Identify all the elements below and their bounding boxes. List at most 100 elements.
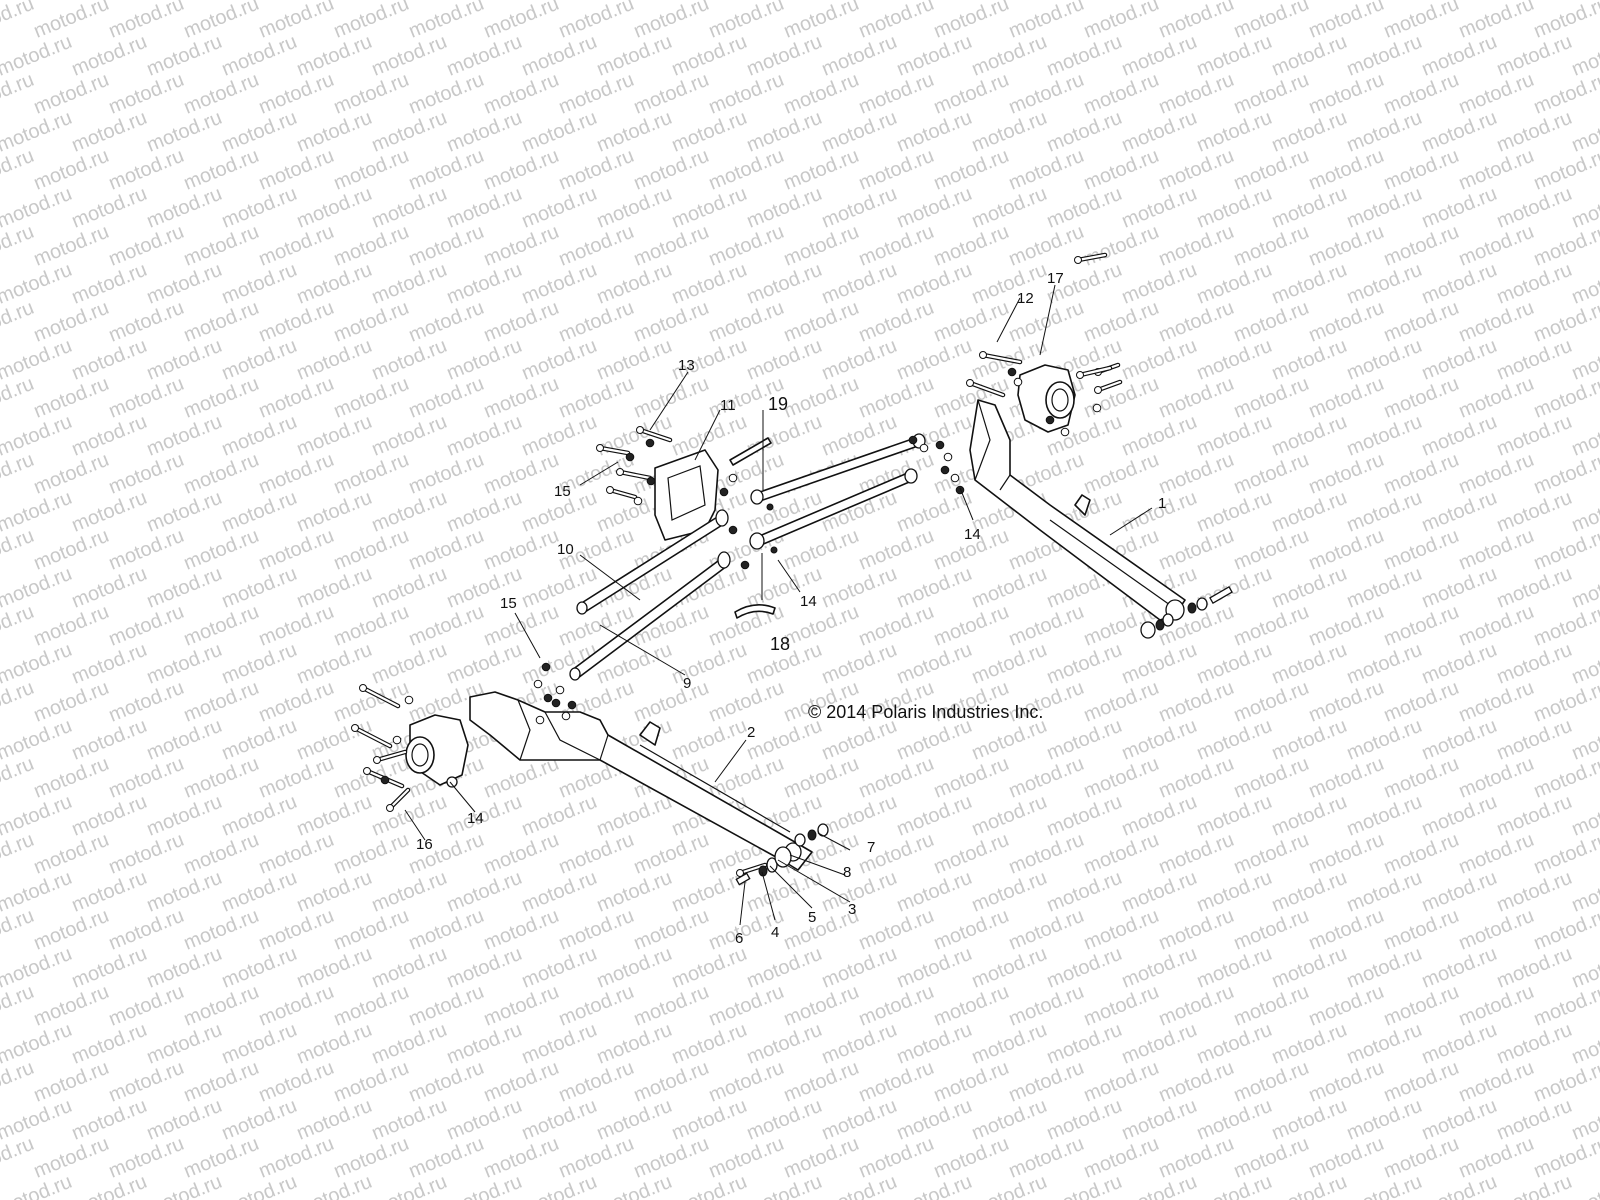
watermark-text: motod.ru: [1456, 525, 1537, 575]
watermark-text: motod.ru: [1044, 1171, 1125, 1200]
watermark-text: motod.ru: [894, 335, 975, 385]
watermark-text: motod.ru: [856, 1057, 937, 1107]
watermark-text: motod.ru: [781, 601, 862, 651]
watermark-text: motod.ru: [219, 1019, 300, 1069]
watermark-text: motod.ru: [1269, 715, 1350, 765]
watermark-text: motod.ru: [106, 449, 187, 499]
watermark-text: motod.ru: [106, 221, 187, 271]
watermark-text: motod.ru: [481, 221, 562, 271]
watermark-text: motod.ru: [594, 1171, 675, 1200]
watermark-text: motod.ru: [931, 753, 1012, 803]
watermark-text: motod.ru: [1081, 69, 1162, 119]
callout-3: 3: [848, 901, 856, 918]
watermark-text: motod.ru: [969, 867, 1050, 917]
washer-stack-right: [1140, 586, 1233, 639]
watermark-text: motod.ru: [1494, 1019, 1575, 1069]
watermark-text: motod.ru: [669, 1171, 750, 1200]
watermark-text: motod.ru: [481, 297, 562, 347]
watermark-text: motod.ru: [669, 107, 750, 157]
watermark-text: motod.ru: [294, 1095, 375, 1145]
watermark-text: motod.ru: [1081, 297, 1162, 347]
watermark-text: motod.ru: [1044, 31, 1125, 81]
watermark-text: motod.ru: [1231, 0, 1312, 43]
watermark-text: motod.ru: [1044, 639, 1125, 689]
watermark-text: motod.ru: [781, 373, 862, 423]
watermark-text: motod.ru: [1306, 677, 1387, 727]
watermark-text: motod.ru: [1456, 221, 1537, 271]
watermark-text: motod.ru: [1081, 1133, 1162, 1183]
watermark-text: motod.ru: [894, 1171, 975, 1200]
watermark-text: motod.ru: [931, 145, 1012, 195]
watermark-text: motod.ru: [744, 31, 825, 81]
watermark-text: motod.ru: [1194, 487, 1275, 537]
callout-9: 9: [683, 675, 691, 692]
watermark-text: motod.ru: [1494, 259, 1575, 309]
watermark-text: motod.ru: [1306, 69, 1387, 119]
watermark-text: motod.ru: [69, 943, 150, 993]
watermark-text: motod.ru: [106, 981, 187, 1031]
watermark-text: motod.ru: [856, 221, 937, 271]
watermark-text: motod.ru: [294, 259, 375, 309]
watermark-text: motod.ru: [1306, 905, 1387, 955]
watermark-text: motod.ru: [781, 1133, 862, 1183]
watermark-text: motod.ru: [181, 221, 262, 271]
watermark-text: motod.ru: [181, 297, 262, 347]
watermark-text: motod.ru: [819, 791, 900, 841]
watermark-text: motod.ru: [819, 867, 900, 917]
watermark-text: motod.ru: [1419, 943, 1500, 993]
watermark-text: motod.ru: [444, 791, 525, 841]
watermark-text: motod.ru: [1119, 639, 1200, 689]
watermark-text: motod.ru: [706, 297, 787, 347]
watermark-text: motod.ru: [1381, 677, 1462, 727]
watermark-text: motod.ru: [144, 563, 225, 613]
watermark-text: motod.ru: [369, 259, 450, 309]
watermark-text: motod.ru: [219, 563, 300, 613]
watermark-text: motod.ru: [1156, 221, 1237, 271]
watermark-text: motod.ru: [256, 145, 337, 195]
watermark-text: motod.ru: [406, 449, 487, 499]
watermark-text: motod.ru: [1419, 791, 1500, 841]
watermark-text: motod.ru: [1344, 943, 1425, 993]
watermark-text: motod.ru: [1156, 905, 1237, 955]
watermark-text: motod.ru: [481, 525, 562, 575]
watermark-text: motod.ru: [856, 981, 937, 1031]
watermark-text: motod.ru: [1456, 677, 1537, 727]
watermark-text: motod.ru: [1156, 829, 1237, 879]
watermark-text: motod.ru: [31, 753, 112, 803]
watermark-text: motod.ru: [1081, 829, 1162, 879]
watermark-text: motod.ru: [1456, 297, 1537, 347]
watermark-text: motod.ru: [631, 905, 712, 955]
watermark-text: motod.ru: [1269, 563, 1350, 613]
watermark-text: motod.ru: [481, 1057, 562, 1107]
watermark-text: motod.ru: [594, 1019, 675, 1069]
watermark-text: motod.ru: [1419, 1019, 1500, 1069]
watermark-text: motod.ru: [219, 411, 300, 461]
watermark-text: motod.ru: [781, 0, 862, 43]
watermark-text: motod.ru: [856, 297, 937, 347]
watermark-text: motod.ru: [294, 715, 375, 765]
watermark-text: motod.ru: [31, 69, 112, 119]
watermark-text: motod.ru: [144, 943, 225, 993]
watermark-text: motod.ru: [781, 1057, 862, 1107]
watermark-text: motod.ru: [181, 525, 262, 575]
watermark-text: motod.ru: [669, 183, 750, 233]
watermark-text: motod.ru: [819, 183, 900, 233]
watermark-text: motod.ru: [819, 31, 900, 81]
watermark-text: motod.ru: [256, 69, 337, 119]
watermark-text: motod.ru: [1456, 0, 1537, 43]
watermark-text: motod.ru: [894, 867, 975, 917]
watermark-text: motod.ru: [669, 1019, 750, 1069]
watermark-text: motod.ru: [444, 259, 525, 309]
watermark-text: motod.ru: [519, 335, 600, 385]
watermark-text: motod.ru: [1494, 715, 1575, 765]
watermark-text: motod.ru: [181, 1133, 262, 1183]
watermark-text: motod.ru: [556, 905, 637, 955]
watermark-text: motod.ru: [1344, 639, 1425, 689]
watermark-text: motod.ru: [256, 449, 337, 499]
watermark-text: motod.ru: [406, 905, 487, 955]
watermark-text: motod.ru: [1269, 867, 1350, 917]
watermark-text: motod.ru: [1194, 715, 1275, 765]
watermark-text: motod.ru: [1456, 373, 1537, 423]
watermark-text: motod.ru: [669, 639, 750, 689]
watermark-text: motod.ru: [1344, 31, 1425, 81]
